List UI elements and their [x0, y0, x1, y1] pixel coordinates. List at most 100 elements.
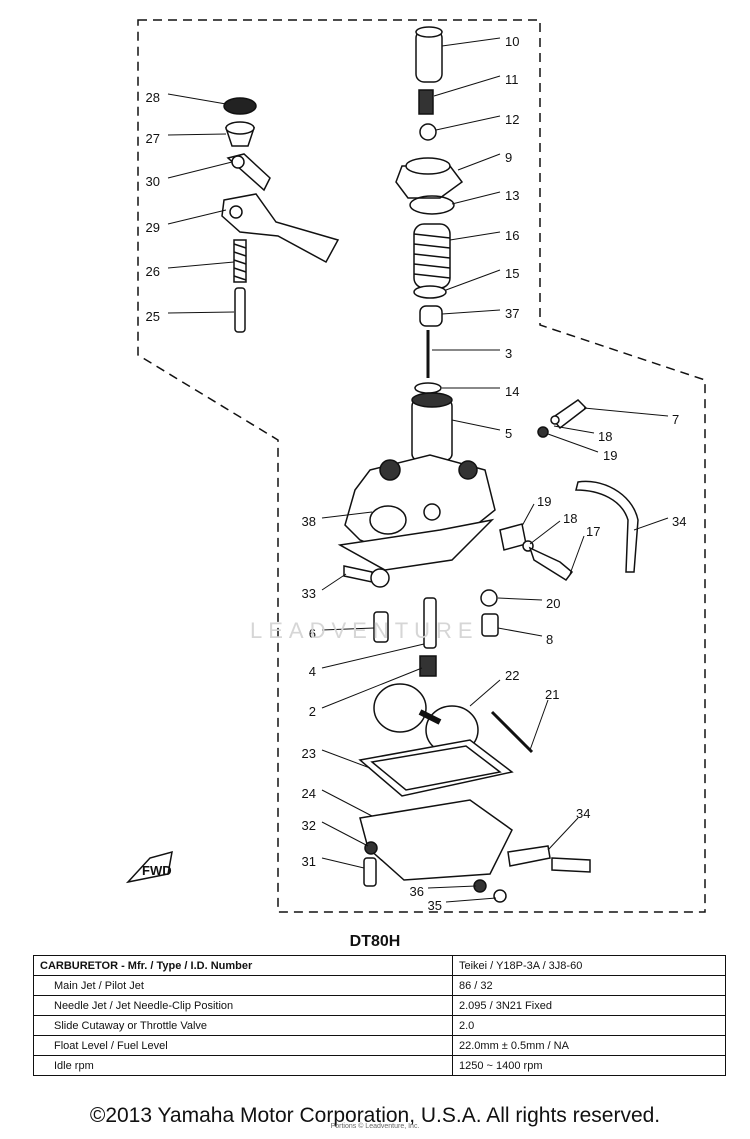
spec-label: Main Jet / Pilot Jet	[33, 975, 453, 996]
part-callout-number: 8	[546, 632, 553, 647]
part-callout-number: 28	[146, 90, 160, 105]
part-callout-number: 3	[505, 346, 512, 361]
footer-note: Portions © Leadventure, Inc.	[330, 1123, 420, 1130]
spec-label: Idle rpm	[33, 1055, 453, 1076]
spec-row: CARBURETOR - Mfr. / Type / I.D. Number T…	[33, 955, 726, 976]
assembly-dashed-outline	[137, 19, 706, 913]
part-callout-number: 24	[302, 786, 316, 801]
spec-row: Float Level / Fuel Level 22.0mm ± 0.5mm …	[33, 1035, 726, 1056]
leader-line	[497, 627, 543, 637]
spec-value: 1250 ~ 1400 rpm	[452, 1055, 726, 1076]
part-callout-number: 14	[505, 384, 519, 399]
model-title: DT80H	[349, 933, 401, 950]
leader-line	[321, 749, 371, 769]
leader-line	[445, 897, 497, 903]
spec-value: 2.095 / 3N21 Fixed	[452, 995, 726, 1016]
slide-assembly-parts	[395, 26, 464, 461]
spec-row: Main Jet / Pilot Jet 86 / 32	[33, 975, 726, 996]
jets-and-bolts	[343, 565, 499, 677]
leader-line	[553, 425, 595, 434]
float-bowl-parts	[358, 683, 591, 903]
leader-line	[167, 133, 227, 136]
adjusting-screws	[499, 399, 639, 582]
part-callout-number: 20	[546, 596, 560, 611]
leader-line	[321, 821, 369, 847]
spec-value: 2.0	[452, 1015, 726, 1036]
leader-line	[441, 37, 501, 47]
throttle-cable-parts	[221, 97, 340, 333]
part-callout-number: 10	[505, 34, 519, 49]
leader-line	[321, 627, 375, 631]
callout-layer: 1011129131615373145718193419181720822212…	[146, 34, 687, 913]
leader-line	[435, 115, 501, 131]
spec-row: Slide Cutaway or Throttle Valve 2.0	[33, 1015, 726, 1036]
watermark: LEADVENTURE	[250, 618, 479, 643]
part-callout-number: 34	[576, 806, 590, 821]
part-callout-number: 9	[505, 150, 512, 165]
leader-line	[497, 597, 543, 601]
part-callout-number: 21	[545, 687, 559, 702]
spec-label: Needle Jet / Jet Needle-Clip Position	[33, 995, 453, 1016]
part-callout-number: 27	[146, 131, 160, 146]
part-callout-number: 30	[146, 174, 160, 189]
leader-line	[569, 535, 585, 575]
leader-line	[321, 789, 373, 817]
leader-line	[321, 667, 423, 709]
part-callout-number: 26	[146, 264, 160, 279]
leader-line	[321, 857, 365, 869]
part-callout-number: 31	[302, 854, 316, 869]
leader-line	[167, 161, 233, 179]
copyright-notice: ©2013 Yamaha Motor Corporation, U.S.A. A…	[89, 1104, 661, 1127]
part-callout-number: 16	[505, 228, 519, 243]
spec-table: CARBURETOR - Mfr. / Type / I.D. Number T…	[33, 955, 726, 1076]
part-callout-number: 2	[309, 704, 316, 719]
part-callout-number: 18	[563, 511, 577, 526]
part-callout-number: 22	[505, 668, 519, 683]
leader-line	[457, 153, 501, 171]
part-callout-number: 23	[302, 746, 316, 761]
spec-label: CARBURETOR - Mfr. / Type / I.D. Number	[33, 955, 453, 976]
spec-value: 86 / 32	[452, 975, 726, 996]
part-callout-number: 17	[586, 524, 600, 539]
leader-line	[469, 679, 501, 707]
leader-line	[633, 517, 669, 531]
leader-line	[433, 75, 501, 97]
leader-line	[321, 511, 373, 519]
leader-line	[321, 643, 425, 669]
spec-value: Teikei / Y18P-3A / 3J8-60	[452, 955, 726, 976]
part-callout-number: 18	[598, 429, 612, 444]
part-callout-number: 19	[603, 448, 617, 463]
spec-value: 22.0mm ± 0.5mm / NA	[452, 1035, 726, 1056]
part-callout-number: 19	[537, 494, 551, 509]
leader-line	[427, 885, 477, 889]
fwd-label: FWD	[142, 863, 172, 878]
part-callout-number: 15	[505, 266, 519, 281]
part-callout-number: 12	[505, 112, 519, 127]
leader-line	[167, 311, 235, 314]
part-callout-number: 37	[505, 306, 519, 321]
part-callout-number: 32	[302, 818, 316, 833]
part-callout-number: 25	[146, 309, 160, 324]
leader-line	[521, 503, 535, 527]
leader-line	[167, 261, 235, 269]
leader-line	[441, 309, 501, 315]
leader-line	[167, 93, 227, 105]
part-callout-number: 5	[505, 426, 512, 441]
leader-line	[451, 191, 501, 205]
part-callout-number: 4	[309, 664, 316, 679]
spec-row: Idle rpm 1250 ~ 1400 rpm	[33, 1055, 726, 1076]
leader-line	[583, 407, 669, 417]
part-callout-number: 13	[505, 188, 519, 203]
part-callout-number: 34	[672, 514, 686, 529]
leader-line	[529, 699, 549, 751]
part-callout-number: 11	[505, 72, 519, 87]
leader-line	[451, 419, 501, 431]
part-callout-number: 35	[428, 898, 442, 913]
spec-label: Float Level / Fuel Level	[33, 1035, 453, 1056]
leader-line	[445, 269, 501, 291]
part-callout-number: 36	[410, 884, 424, 899]
leader-line	[547, 817, 579, 851]
part-callout-number: 29	[146, 220, 160, 235]
part-callout-number: 38	[302, 514, 316, 529]
part-callout-number: 7	[672, 412, 679, 427]
